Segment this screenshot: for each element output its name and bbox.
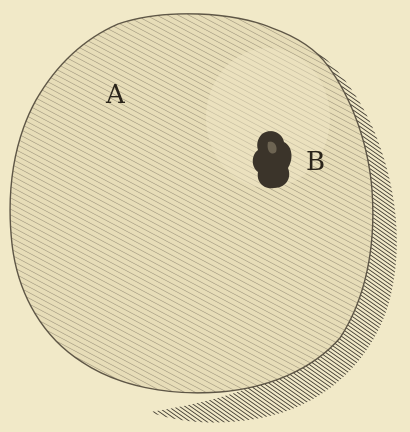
- label-b: B: [306, 147, 325, 177]
- label-a: A: [105, 80, 126, 110]
